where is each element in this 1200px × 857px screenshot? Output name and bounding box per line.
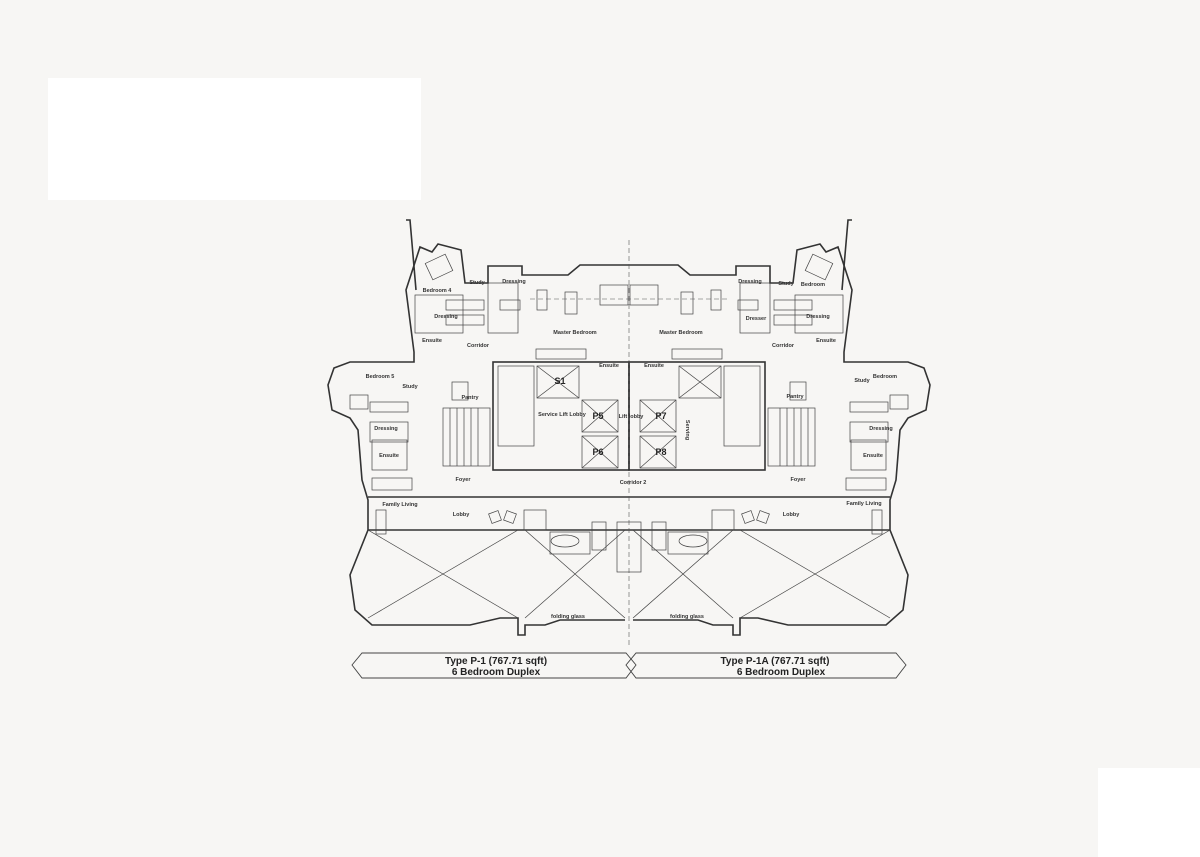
room-label: Ensuite — [644, 363, 664, 369]
room-label: Lobby — [453, 512, 470, 518]
room-label: Family Living — [846, 501, 881, 507]
room-label: Pantry — [461, 395, 479, 401]
room-label: folding glass — [551, 614, 585, 620]
room-label: Foyer — [791, 477, 807, 483]
blank-panel-bottom-right — [1098, 768, 1200, 857]
room-label: Lobby — [783, 512, 800, 518]
room-label: Lift lobby — [619, 414, 645, 420]
room-label: Corridor — [772, 343, 795, 349]
room-label: Dressing — [502, 279, 526, 285]
room-label: Dressing — [738, 279, 762, 285]
lift-label: S1 — [554, 376, 565, 386]
unit-subtitle: 6 Bedroom Duplex — [452, 667, 541, 678]
room-label: Dressing — [806, 314, 830, 320]
room-label: Family Living — [382, 502, 417, 508]
room-label: Dressing — [869, 426, 893, 432]
room-label: Dresser — [746, 316, 767, 322]
room-label: Dressing — [374, 426, 398, 432]
unit-type-label: Type P-1 (767.71 sqft) — [445, 656, 547, 667]
room-label: Pantry — [786, 394, 804, 400]
unit-subtitle: 6 Bedroom Duplex — [737, 667, 826, 678]
room-label: Study — [778, 281, 794, 287]
unit-caption-right: Type P-1A (767.71 sqft) 6 Bedroom Duplex — [625, 652, 907, 679]
room-label: Study — [402, 384, 418, 390]
floor-plan-left-unit — [327, 219, 630, 636]
room-label: Serving — [684, 420, 690, 440]
lift-label: P8 — [655, 447, 666, 457]
room-label: Master Bedroom — [659, 330, 703, 336]
room-label: Study — [854, 378, 870, 384]
room-label: Ensuite — [863, 453, 883, 459]
room-label: Ensuite — [379, 453, 399, 459]
room-label: Corridor 2 — [620, 480, 647, 486]
room-label: Bedroom — [873, 374, 897, 380]
room-label: Corridor — [467, 343, 490, 349]
room-label: Bedroom 4 — [423, 288, 453, 294]
unit-type-label: Type P-1A (767.71 sqft) — [721, 656, 830, 667]
room-label: Ensuite — [816, 338, 836, 344]
room-label: folding glass — [670, 614, 704, 620]
room-label: Service Lift Lobby — [538, 412, 587, 418]
room-label: Study — [469, 280, 485, 286]
room-label: Bedroom 5 — [366, 374, 395, 380]
lift-label: P7 — [655, 411, 666, 421]
lift-label: P5 — [592, 411, 603, 421]
room-label: Master Bedroom — [553, 330, 597, 336]
room-label: Dressing — [434, 314, 458, 320]
central-stair — [616, 521, 642, 573]
room-label: Foyer — [456, 477, 472, 483]
lift-label: P6 — [592, 447, 603, 457]
room-label: Ensuite — [599, 363, 619, 369]
room-label: Ensuite — [422, 338, 442, 344]
blank-panel-top-left — [48, 78, 421, 200]
unit-caption-left: Type P-1 (767.71 sqft) 6 Bedroom Duplex — [351, 652, 637, 679]
room-label: Bedroom — [801, 282, 825, 288]
